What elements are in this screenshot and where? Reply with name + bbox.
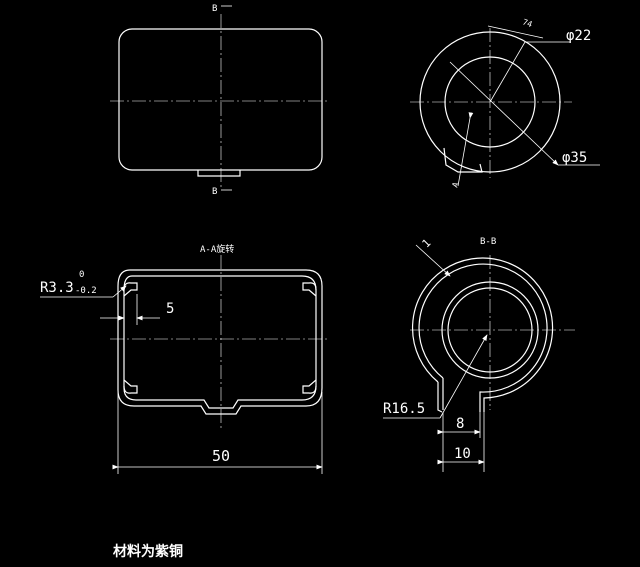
dim-10: 10 — [454, 446, 471, 462]
dim-phi35: φ35 — [562, 150, 587, 166]
dim-74: 74 — [521, 17, 533, 29]
material-note: 材料为紫铜 — [113, 543, 183, 560]
dim-50: 50 — [212, 447, 230, 465]
dim-5: 5 — [166, 301, 174, 317]
dim-phi22: φ22 — [566, 28, 591, 44]
end-view — [410, 25, 600, 187]
section-aa-label: A-A旋转 — [200, 243, 234, 255]
dim-r3-3: R3.3 — [40, 280, 74, 296]
section-b-bottom-label: B — [212, 187, 217, 197]
section-bb-label: B-B — [480, 237, 496, 247]
section-b-top-label: B — [212, 4, 217, 14]
section-bb-view — [383, 244, 575, 472]
dim-1: 1 — [420, 236, 434, 250]
tol-upper: 0 — [79, 270, 84, 280]
dim-a: A — [450, 181, 460, 189]
front-view — [110, 5, 330, 191]
section-aa-view — [40, 255, 330, 474]
dim-r16-5: R16.5 — [383, 401, 425, 417]
tol-lower: -0.2 — [75, 286, 97, 296]
dim-8: 8 — [456, 416, 464, 432]
